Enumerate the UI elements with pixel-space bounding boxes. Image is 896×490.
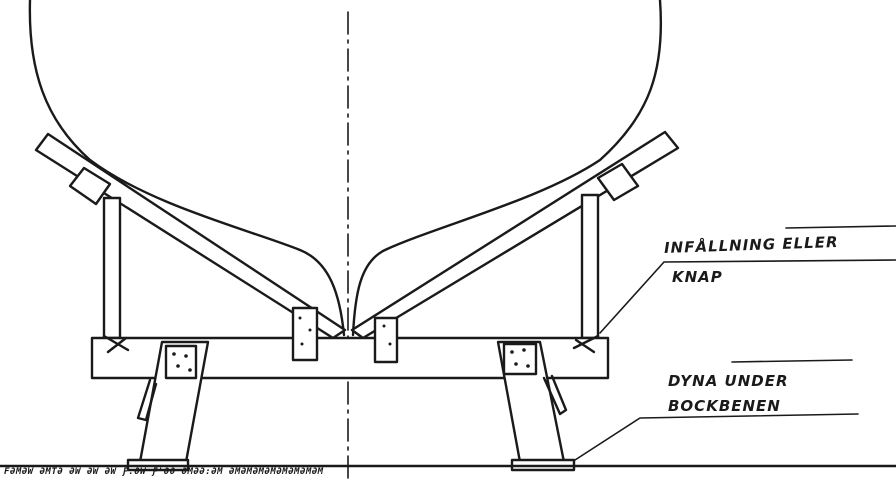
gusset-rivets: [172, 316, 530, 372]
label-knap: KNAP: [672, 268, 723, 286]
label-bockbenen: BOCKBENEN: [668, 397, 781, 415]
right-leg-brace: [542, 374, 568, 416]
right-strut-clamp: [596, 162, 640, 202]
ground-annotation: FƏMƏW ƏMTƏ ƏW ƏW ƏW Ƒ.ƏW Ƒ'ƏƏ ƏMƏƏ:ƏM ƏM…: [4, 467, 324, 477]
right-outer-knee-brace: [572, 334, 600, 354]
left-leg-brace: [136, 378, 158, 422]
underline-dyna: [731, 359, 853, 363]
left-diagonal-strut: [34, 132, 347, 340]
leader-infallning: [599, 259, 896, 334]
right-vertical-post: [580, 193, 600, 340]
right-diagonal-strut: [350, 130, 680, 340]
left-outer-knee-brace: [102, 334, 130, 354]
left-leg-gusset: [164, 344, 198, 380]
right-inner-gusset: [373, 316, 399, 364]
left-inner-gusset: [291, 306, 319, 362]
underline-eller: [785, 225, 896, 229]
right-leg-gusset: [502, 342, 538, 376]
left-strut-clamp: [68, 166, 112, 206]
leader-dyna: [574, 413, 859, 461]
hull-right-side: [351, 0, 663, 337]
left-vertical-post: [102, 196, 122, 340]
label-dyna-under: DYNA UNDER: [668, 372, 789, 390]
hull-left-side: [28, 0, 346, 337]
